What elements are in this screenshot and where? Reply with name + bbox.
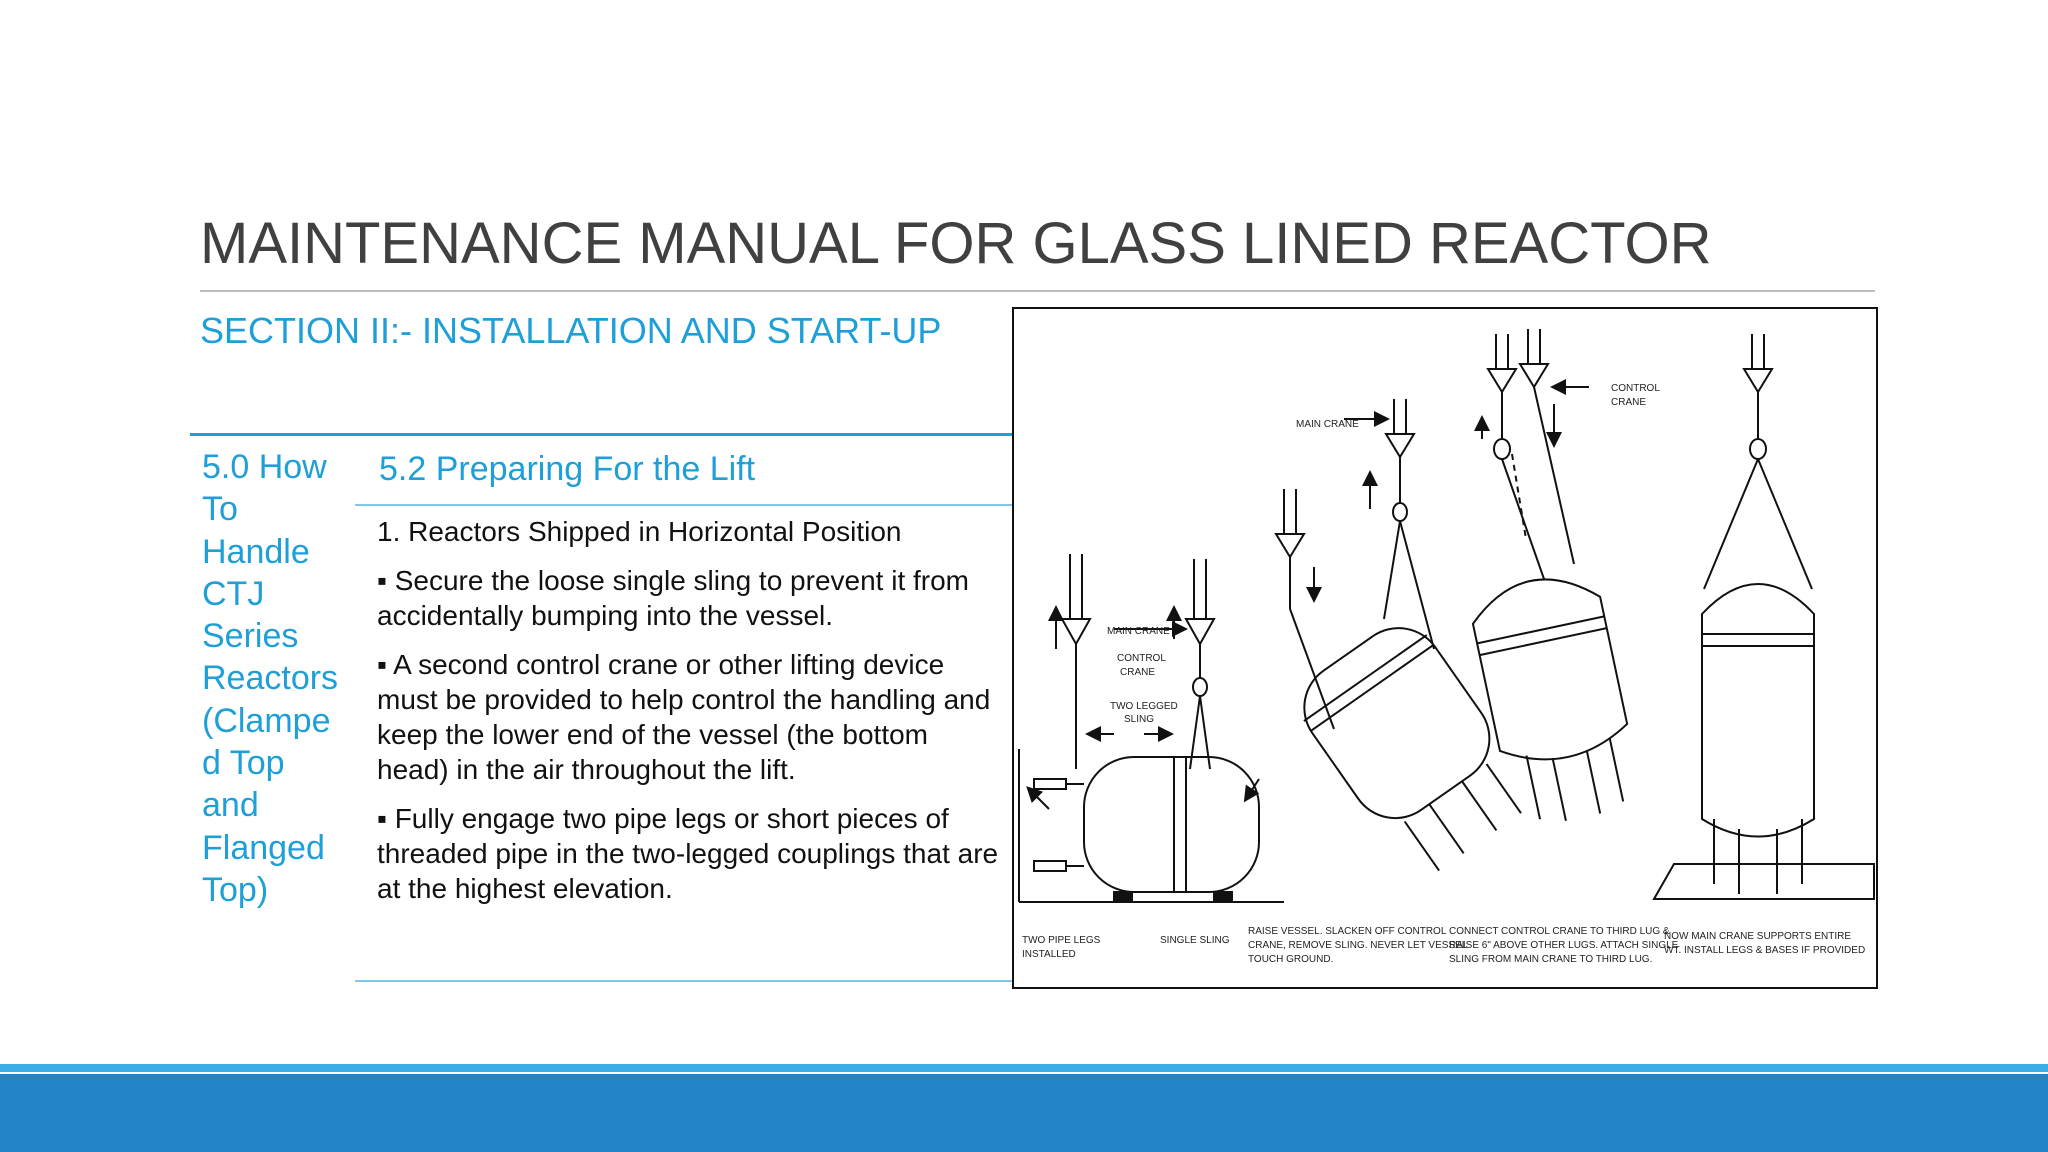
side-heading-line: Top) (202, 870, 269, 909)
side-heading-line: and (202, 786, 259, 825)
label-crane-2: CRANE (1611, 397, 1646, 408)
label-crane: CRANE (1120, 667, 1155, 678)
slide-title: MAINTENANCE MANUAL FOR GLASS LINED REACT… (200, 211, 1712, 276)
footer-bar (0, 1074, 2048, 1152)
paragraph: ▪ Secure the loose single sling to preve… (377, 565, 970, 631)
footer-accent (0, 1064, 2048, 1072)
side-heading-line: Handle (202, 532, 310, 571)
side-heading-line: To (202, 490, 238, 529)
title-divider (200, 290, 1875, 292)
side-heading-line: (Clampe (202, 701, 331, 740)
table-header-rule (355, 504, 1013, 506)
scene-vertical-vessel (1652, 334, 1875, 900)
caption: SINGLE SLING (1160, 935, 1230, 946)
label-main-crane: MAIN CRANE (1107, 626, 1170, 637)
caption: RAISE 6" ABOVE OTHER LUGS. ATTACH SINGLE (1449, 940, 1679, 951)
scene-horizontal-vessel (1018, 554, 1284, 903)
caption: TWO PIPE LEGS (1022, 935, 1101, 946)
table-top-rule (190, 433, 1013, 436)
lifting-diagram-svg: MAIN CRANE CONTROL CRANE TWO LEGGED SLIN… (1018, 329, 1875, 965)
caption: WT. INSTALL LEGS & BASES IF PROVIDED (1664, 945, 1865, 956)
side-heading: 5.0 How To Handle CTJ Series Reactors (C… (202, 446, 342, 911)
side-heading-line: d Top (202, 744, 285, 783)
caption: CRANE, REMOVE SLING. NEVER LET VESSEL (1248, 940, 1468, 951)
side-heading-line: Reactors (202, 659, 339, 698)
paragraph: 1. Reactors Shipped in Horizontal Positi… (377, 516, 902, 547)
scene-tilted-vessel (1274, 399, 1522, 872)
side-heading-line: Flanged (202, 828, 325, 867)
sub-heading: 5.2 Preparing For the Lift (379, 450, 756, 488)
side-heading-line: 5.0 How (202, 448, 327, 486)
label-sling: SLING (1124, 714, 1154, 725)
label-control-2: CONTROL (1611, 383, 1660, 394)
scene-near-vertical-vessel (1471, 329, 1629, 822)
caption: NOW MAIN CRANE SUPPORTS ENTIRE (1664, 931, 1851, 942)
caption: RAISE VESSEL. SLACKEN OFF CONTROL (1248, 926, 1447, 937)
caption: INSTALLED (1022, 949, 1076, 960)
paragraph: ▪ A second control crane or other liftin… (377, 649, 991, 785)
section-heading: SECTION II:- INSTALLATION AND START-UP (200, 310, 942, 351)
paragraph: ▪ Fully engage two pipe legs or short pi… (377, 803, 999, 904)
label-two-legged: TWO LEGGED (1110, 701, 1178, 712)
side-heading-line: CTJ (202, 574, 265, 613)
lifting-diagram: MAIN CRANE CONTROL CRANE TWO LEGGED SLIN… (1012, 307, 1878, 989)
caption: TOUCH GROUND. (1248, 954, 1333, 965)
body-text: 1. Reactors Shipped in Horizontal Positi… (377, 514, 1007, 920)
label-control: CONTROL (1117, 653, 1166, 664)
side-heading-line: Series (202, 617, 299, 656)
caption: CONNECT CONTROL CRANE TO THIRD LUG & (1449, 926, 1670, 937)
caption: SLING FROM MAIN CRANE TO THIRD LUG. (1449, 954, 1652, 965)
table-bottom-rule (355, 980, 1013, 982)
label-main-crane-2: MAIN CRANE (1296, 419, 1359, 430)
